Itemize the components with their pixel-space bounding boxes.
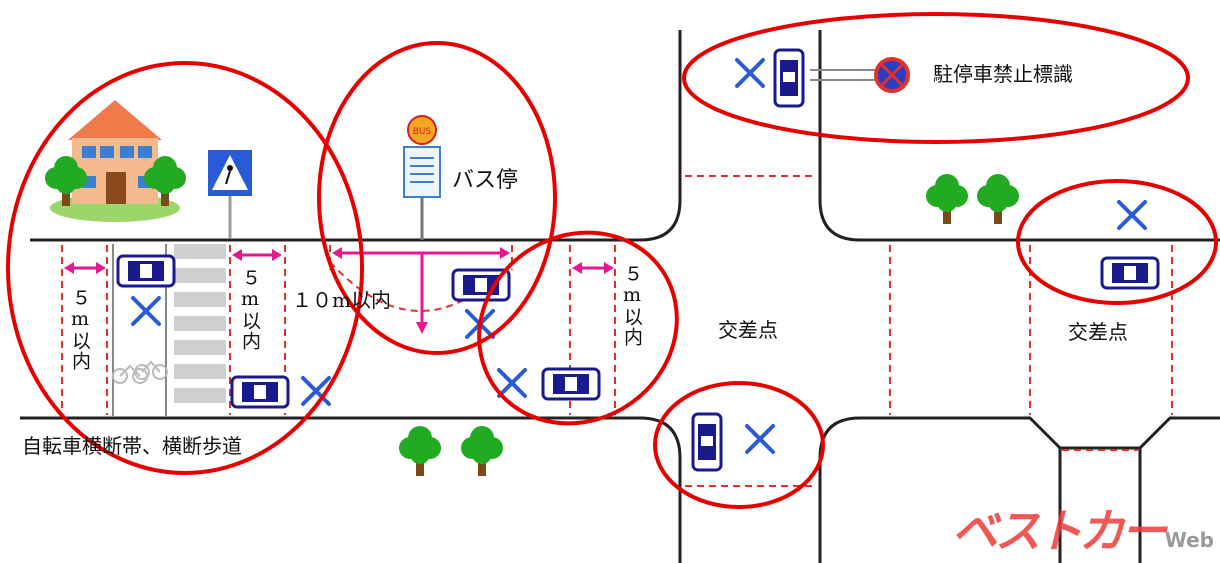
- parked-car-icon: [1100, 256, 1160, 290]
- no-parking-cross-icon: [735, 58, 765, 88]
- no-parking-sign-icon: [810, 57, 910, 93]
- parked-car-icon: [541, 367, 601, 401]
- no-parking-cross-icon: [1117, 200, 1147, 230]
- parked-car-icon: [691, 412, 723, 472]
- no-parking-cross-icon: [497, 368, 527, 398]
- highlight-crosswalk-zone: [6, 61, 364, 475]
- crosswalk-label: 自転車横断帯、横断歩道: [22, 434, 242, 458]
- no-parking-cross-icon: [131, 296, 161, 326]
- highlight-intersection-near: [477, 230, 679, 426]
- logo-web-text: Web: [1164, 528, 1214, 552]
- distance-arrows: [64, 247, 614, 334]
- parked-car-icon: [773, 48, 805, 108]
- bicycle-icon: [112, 360, 168, 384]
- bus-sign-text: BUS: [413, 127, 432, 137]
- intersection-label-left: 交差点: [718, 318, 778, 342]
- within-5m-mid-label: ５m以内: [239, 268, 261, 351]
- highlight-right-intersection: [1016, 179, 1218, 305]
- highlight-bus-stop-zone: [317, 41, 557, 355]
- highlight-bottom-intersection: [653, 381, 825, 509]
- tree-icon: [977, 174, 1019, 224]
- intersection-label-right: 交差点: [1068, 320, 1128, 344]
- bus-stop-label: バス停: [452, 168, 519, 193]
- parked-car-icon: [116, 254, 176, 288]
- tree-icon: [926, 174, 968, 224]
- tree-icon: [399, 426, 441, 476]
- within-5m-right-label: ５m以内: [621, 264, 643, 347]
- parked-car-icon: [230, 375, 290, 409]
- within-5m-left-label: ５m以内: [69, 288, 91, 371]
- logo-main-text: ベストカー: [951, 504, 1167, 558]
- highlight-circles: [6, 12, 1218, 509]
- no-parking-cross-icon: [745, 424, 775, 454]
- within-10m-label: １０m以内: [292, 288, 391, 312]
- tree-icon: [461, 426, 503, 476]
- no-parking-sign-label: 駐停車禁止標識: [933, 62, 1073, 86]
- house-icon: [50, 100, 180, 222]
- bus-stop-sign-icon: BUS: [403, 115, 441, 240]
- highlight-no-parking-sign: [682, 12, 1190, 144]
- pedestrian-crossing-sign-icon: [208, 150, 252, 238]
